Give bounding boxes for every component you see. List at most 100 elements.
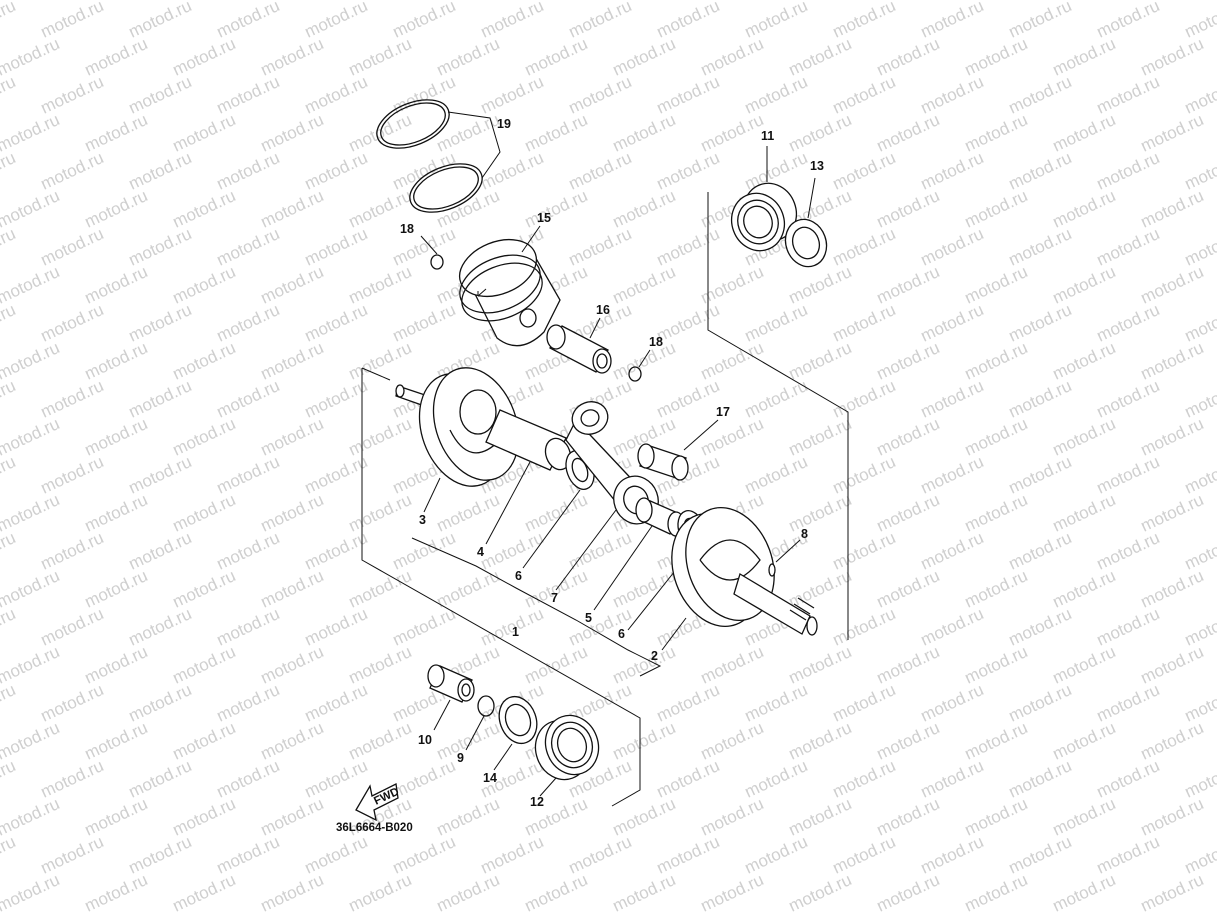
watermark-text: motod.ru — [962, 262, 1031, 308]
callout-10: 10 — [418, 733, 432, 747]
piston-pin-clip-left[interactable] — [430, 254, 444, 270]
watermark-text: motod.ru — [38, 452, 107, 498]
watermark-text: motod.ru — [698, 794, 767, 840]
watermark-text: motod.ru — [1050, 34, 1119, 80]
watermark-text: motod.ru — [962, 110, 1031, 156]
piston-pin[interactable] — [546, 324, 612, 374]
leader-7 — [555, 509, 617, 591]
callout-17: 17 — [716, 405, 730, 419]
watermark-text: motod.ru — [962, 794, 1031, 840]
watermark-text: motod.ru — [82, 186, 151, 232]
watermark-text: motod.ru — [390, 148, 459, 194]
callout-6a: 6 — [515, 569, 522, 583]
watermark-text: motod.ru — [126, 680, 195, 726]
watermark-text: motod.ru — [346, 870, 415, 913]
callout-7: 7 — [551, 591, 558, 605]
watermark-text: motod.ru — [962, 718, 1031, 764]
watermark-text: motod.ru — [38, 680, 107, 726]
o-ring[interactable] — [477, 695, 495, 717]
watermark-text: motod.ru — [874, 110, 943, 156]
watermark-text: motod.ru — [170, 566, 239, 612]
watermark-text: motod.ru — [566, 0, 635, 42]
watermark-text: motod.ru — [522, 186, 591, 232]
watermark-text: motod.ru — [346, 34, 415, 80]
piston-pin-clip-right[interactable] — [628, 366, 642, 382]
watermark-text: motod.ru — [610, 110, 679, 156]
watermark-text: motod.ru — [654, 0, 723, 42]
small-end-bearing[interactable] — [637, 443, 689, 481]
watermark-text: motod.ru — [1182, 376, 1217, 422]
watermark-text: motod.ru — [918, 756, 987, 802]
watermark-text: motod.ru — [1138, 110, 1207, 156]
watermark-text: motod.ru — [654, 832, 723, 878]
piston[interactable] — [451, 229, 561, 347]
watermark-text: motod.ru — [918, 148, 987, 194]
watermark-text: motod.ru — [786, 870, 855, 913]
watermark-text: motod.ru — [390, 528, 459, 574]
watermark-text: motod.ru — [258, 338, 327, 384]
crank-pin[interactable] — [485, 409, 575, 473]
watermark-text: motod.ru — [742, 452, 811, 498]
bearing-right[interactable] — [724, 176, 805, 258]
watermark-text: motod.ru — [874, 34, 943, 80]
collar[interactable] — [427, 664, 475, 703]
watermark-text: motod.ru — [0, 832, 18, 878]
watermark-text: motod.ru — [566, 832, 635, 878]
watermark-text: motod.ru — [390, 832, 459, 878]
oil-seal-right[interactable] — [779, 214, 833, 273]
watermark-text: motod.ru — [258, 794, 327, 840]
watermark-text: motod.ru — [126, 452, 195, 498]
watermark-text: motod.ru — [38, 756, 107, 802]
leader-9 — [465, 715, 485, 751]
watermark-text: motod.ru — [82, 414, 151, 460]
leader-16 — [589, 317, 601, 339]
watermark-text: motod.ru — [126, 528, 195, 574]
watermark-text: motod.ru — [0, 148, 18, 194]
watermark-text: motod.ru — [1138, 414, 1207, 460]
watermark-text: motod.ru — [82, 34, 151, 80]
bracket-right-bearing — [707, 192, 849, 640]
watermark-text: motod.ru — [1138, 490, 1207, 536]
watermark-text: motod.ru — [1006, 452, 1075, 498]
watermark-text: motod.ru — [830, 300, 899, 346]
watermark-text: motod.ru — [1050, 490, 1119, 536]
leader-18a — [420, 235, 438, 255]
watermark-text: motod.ru — [170, 414, 239, 460]
watermark-text: motod.ru — [830, 832, 899, 878]
watermark-text: motod.ru — [346, 338, 415, 384]
watermark-text: motod.ru — [522, 110, 591, 156]
watermark-text: motod.ru — [874, 642, 943, 688]
woodruff-key[interactable] — [768, 563, 776, 577]
watermark-text: motod.ru — [698, 34, 767, 80]
watermark-text: motod.ru — [302, 832, 371, 878]
watermark-text: motod.ru — [610, 870, 679, 913]
crank-wheel-left[interactable] — [395, 356, 533, 498]
watermark-text: motod.ru — [214, 300, 283, 346]
watermark-text: motod.ru — [830, 528, 899, 574]
watermark-text: motod.ru — [38, 376, 107, 422]
watermark-text: motod.ru — [1182, 300, 1217, 346]
crank-wheel-right[interactable] — [657, 495, 818, 639]
bearing-left[interactable] — [527, 708, 606, 787]
watermark-text: motod.ru — [38, 148, 107, 194]
leader-14 — [493, 743, 513, 771]
watermark-text: motod.ru — [214, 680, 283, 726]
watermark-text: motod.ru — [786, 262, 855, 308]
watermark-text: motod.ru — [214, 376, 283, 422]
watermark-text: motod.ru — [0, 224, 18, 270]
watermark-text: motod.ru — [654, 72, 723, 118]
watermark-text: motod.ru — [0, 604, 18, 650]
watermark-text: motod.ru — [258, 34, 327, 80]
leader-2 — [661, 617, 687, 651]
watermark-text: motod.ru — [258, 718, 327, 764]
watermark-text: motod.ru — [874, 718, 943, 764]
watermark-text: motod.ru — [82, 338, 151, 384]
oil-seal-left[interactable] — [493, 691, 543, 748]
watermark-text: motod.ru — [346, 414, 415, 460]
piston-rings[interactable] — [370, 90, 489, 221]
watermark-text: motod.ru — [434, 490, 503, 536]
watermark-text: motod.ru — [742, 300, 811, 346]
watermark-text: motod.ru — [0, 376, 18, 422]
watermark-text: motod.ru — [1006, 224, 1075, 270]
watermark-text: motod.ru — [654, 376, 723, 422]
